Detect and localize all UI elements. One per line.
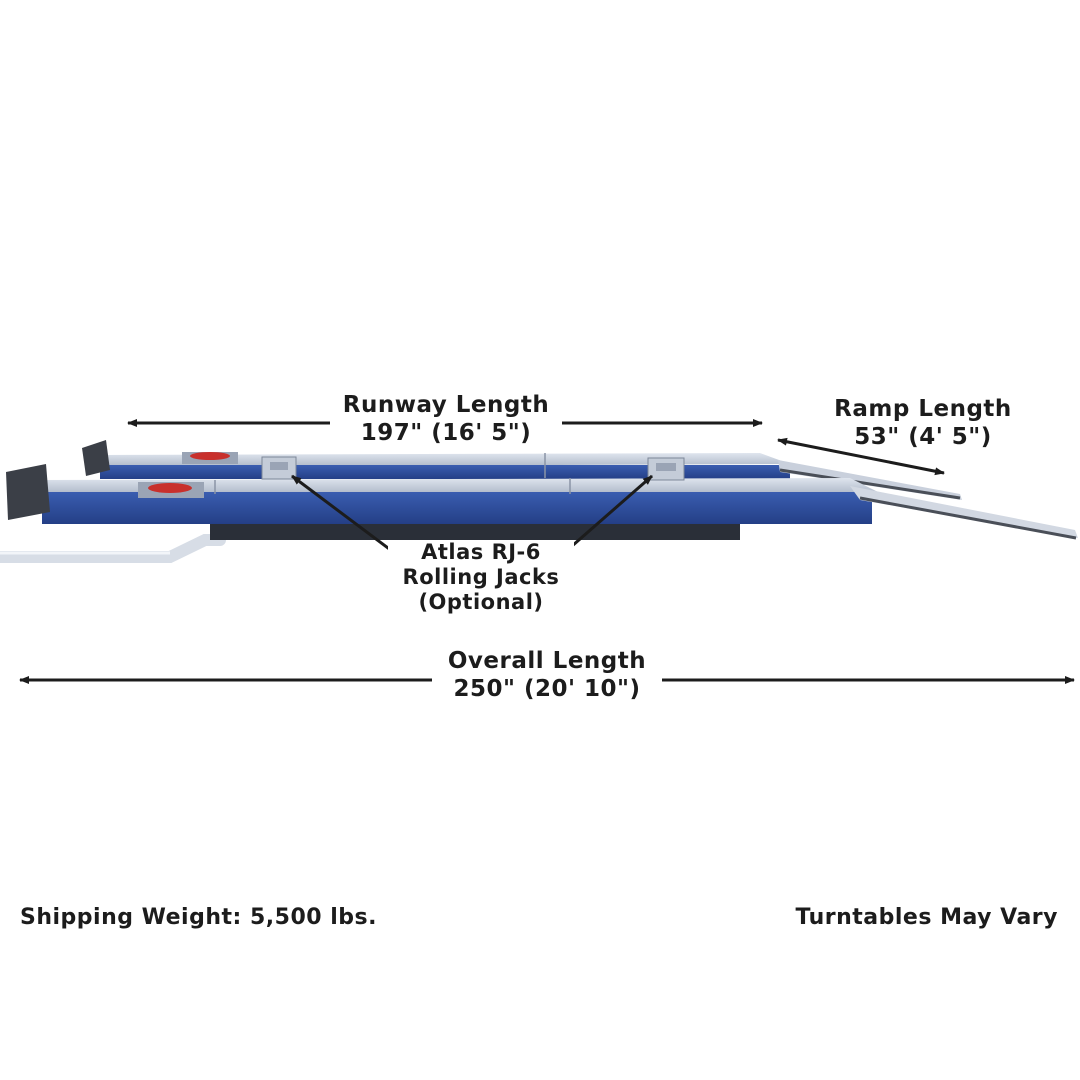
front-ramp <box>850 486 1078 540</box>
ramp-length-arrow <box>777 437 945 476</box>
rolling-jack-left <box>261 456 297 480</box>
air-line-pipe <box>0 534 226 563</box>
callout-line-optional: (Optional) <box>418 590 544 615</box>
runway-length-title: Runway Length <box>342 392 550 418</box>
turntables-note: Turntables May Vary <box>795 905 1058 930</box>
rolling-jack-right <box>647 457 685 481</box>
ramp-length-title: Ramp Length <box>834 396 1012 422</box>
overall-length-value: 250" (20' 10") <box>453 675 641 702</box>
shipping-weight: Shipping Weight: 5,500 lbs. <box>20 905 377 930</box>
overall-length-label: Overall Length 250" (20' 10") <box>432 648 662 704</box>
runway-length-label: Runway Length 197" (16' 5") <box>330 392 562 448</box>
rolling-jacks-callout: Atlas RJ-6 Rolling Jacks (Optional) <box>388 540 574 616</box>
lift-base <box>210 520 740 540</box>
rear-turntable <box>182 452 238 464</box>
wheel-stop-front <box>6 464 50 520</box>
overall-length-title: Overall Length <box>447 648 647 674</box>
ramp-length-value: 53" (4' 5") <box>854 423 992 450</box>
runway-length-value: 197" (16' 5") <box>360 419 532 446</box>
front-turntable <box>138 482 204 498</box>
wheel-stop-rear <box>82 440 110 476</box>
ramp-length-label: Ramp Length 53" (4' 5") <box>826 396 1020 451</box>
jack-callout-arrow-left <box>291 474 405 562</box>
callout-line-name: Rolling Jacks <box>402 565 560 590</box>
front-runway <box>42 478 878 524</box>
callout-line-model: Atlas RJ-6 <box>421 540 541 564</box>
